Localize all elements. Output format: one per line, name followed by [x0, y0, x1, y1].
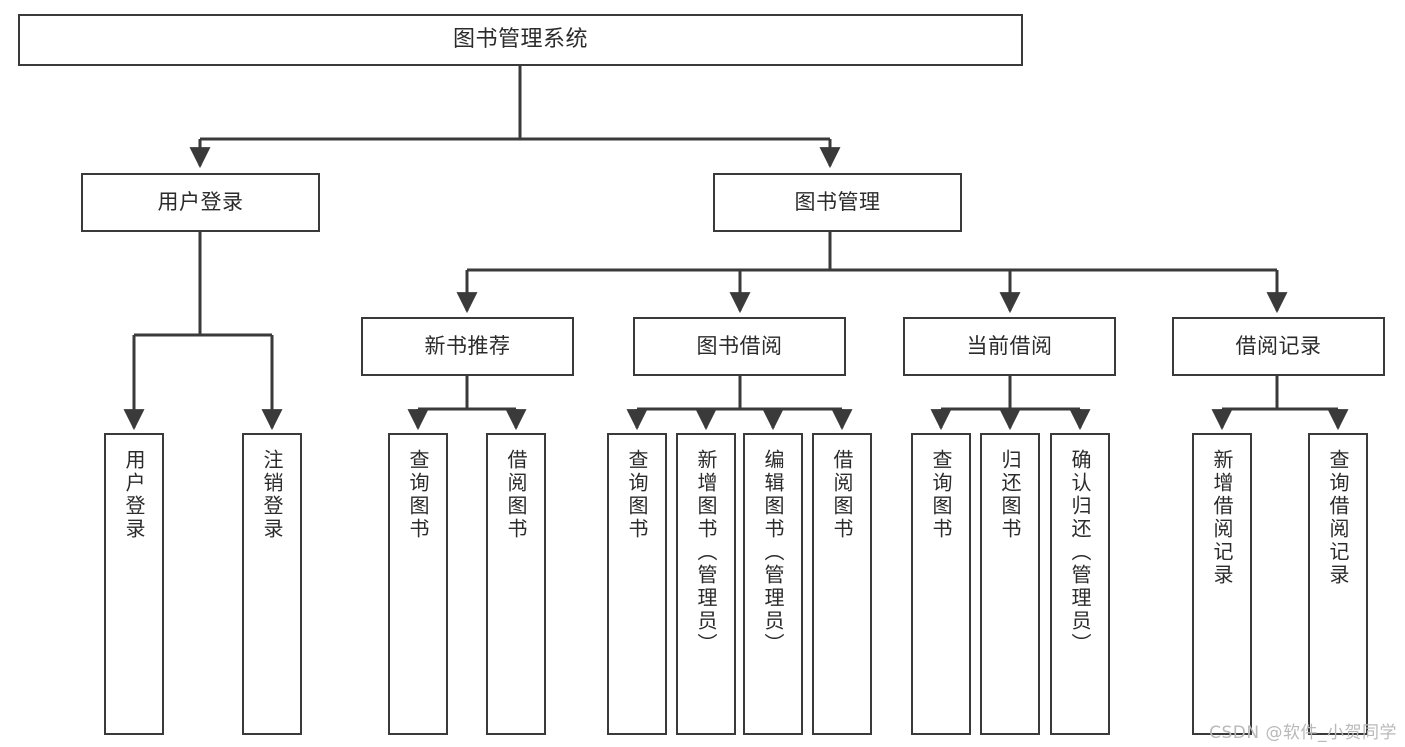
node-leaf-query-record[interactable]: 查询借阅记录 [1308, 433, 1368, 735]
node-leaf-add-record-label: 新增借阅记录 [1210, 449, 1234, 587]
node-leaf-return-book[interactable]: 归还图书 [980, 433, 1040, 735]
node-current-borrow-label: 当前借阅 [966, 334, 1053, 359]
node-leaf-add-record[interactable]: 新增借阅记录 [1192, 433, 1252, 735]
node-book-borrow-label: 图书借阅 [696, 334, 783, 359]
node-root-label: 图书管理系统 [452, 27, 588, 53]
node-leaf-edit-book[interactable]: 编辑图书（管理员） [743, 433, 803, 735]
node-borrow-record[interactable]: 借阅记录 [1172, 317, 1385, 376]
node-leaf-return-book-label: 归还图书 [998, 449, 1022, 541]
node-leaf-user-login-label: 用户登录 [122, 449, 146, 541]
node-leaf-borrow-book-2[interactable]: 借阅图书 [812, 433, 872, 735]
node-current-borrow[interactable]: 当前借阅 [903, 317, 1116, 376]
node-book-borrow[interactable]: 图书借阅 [633, 317, 846, 376]
node-leaf-add-book-label: 新增图书（管理员） [694, 449, 718, 656]
node-leaf-edit-book-label: 编辑图书（管理员） [761, 449, 785, 656]
node-leaf-borrow-book-1-label: 借阅图书 [504, 449, 528, 541]
node-new-book-recommend-label: 新书推荐 [424, 334, 511, 359]
node-root[interactable]: 图书管理系统 [18, 14, 1023, 66]
node-leaf-user-logout[interactable]: 注销登录 [242, 433, 302, 735]
node-borrow-record-label: 借阅记录 [1235, 334, 1322, 359]
node-leaf-confirm-return[interactable]: 确认归还（管理员） [1050, 433, 1110, 735]
node-leaf-query-book-1[interactable]: 查询图书 [388, 433, 448, 735]
node-leaf-user-logout-label: 注销登录 [260, 449, 284, 541]
node-new-book-recommend[interactable]: 新书推荐 [361, 317, 574, 376]
node-user-login-label: 用户登录 [157, 190, 244, 215]
node-leaf-query-book-2[interactable]: 查询图书 [607, 433, 667, 735]
watermark-text: CSDN @软件_小贺同学 [1209, 723, 1397, 743]
node-leaf-confirm-return-label: 确认归还（管理员） [1068, 449, 1092, 656]
node-leaf-query-book-1-label: 查询图书 [406, 449, 430, 541]
node-leaf-borrow-book-1[interactable]: 借阅图书 [486, 433, 546, 735]
node-book-management[interactable]: 图书管理 [713, 173, 962, 232]
node-user-login[interactable]: 用户登录 [81, 173, 320, 232]
node-leaf-query-record-label: 查询借阅记录 [1326, 449, 1350, 587]
node-leaf-user-login[interactable]: 用户登录 [104, 433, 164, 735]
node-leaf-add-book[interactable]: 新增图书（管理员） [676, 433, 736, 735]
node-leaf-query-book-3[interactable]: 查询图书 [911, 433, 971, 735]
node-leaf-query-book-3-label: 查询图书 [929, 449, 953, 541]
node-leaf-borrow-book-2-label: 借阅图书 [830, 449, 854, 541]
node-book-management-label: 图书管理 [794, 190, 881, 215]
node-leaf-query-book-2-label: 查询图书 [625, 449, 649, 541]
